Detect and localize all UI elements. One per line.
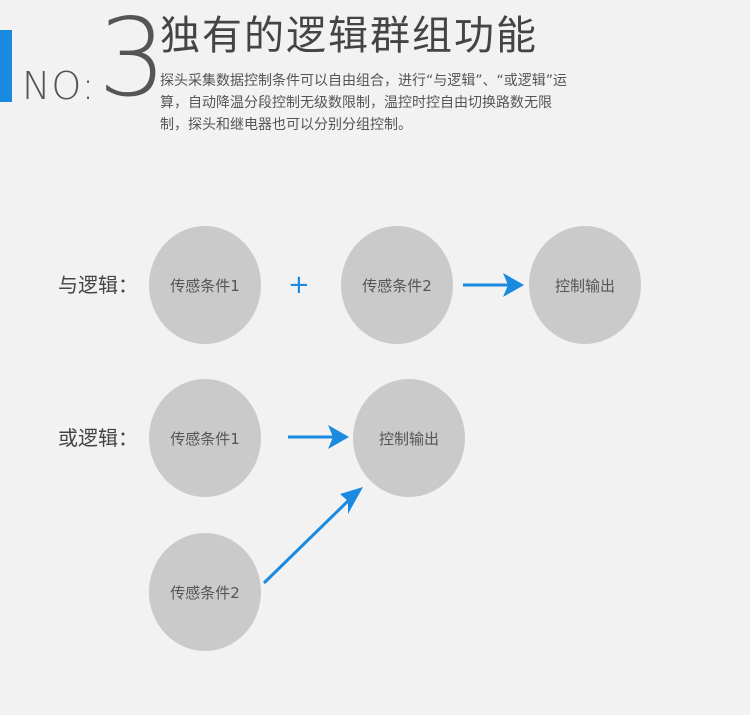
accent-bar [0, 30, 12, 102]
or-sensor-condition-1: 传感条件1 [149, 379, 261, 497]
feature-description: 探头采集数据控制条件可以自由组合，进行“与逻辑”、“或逻辑”运算，自动降温分段控… [160, 73, 568, 133]
or-sensor-condition-2-label: 传感条件2 [170, 583, 240, 602]
section-no-label: NO: [22, 64, 96, 108]
plus-operator: + [288, 270, 310, 300]
or-logic-label: 或逻辑： [58, 426, 138, 450]
section-number: 3 [98, 0, 167, 121]
and-control-output: 控制输出 [529, 226, 641, 344]
or-arrow-2 [262, 487, 363, 585]
and-sensor-condition-1-label: 传感条件1 [170, 276, 240, 295]
or-control-output-label: 控制输出 [378, 429, 439, 448]
or-control-output: 控制输出 [353, 379, 465, 497]
and-control-output-label: 控制输出 [554, 276, 615, 295]
and-sensor-condition-2: 传感条件2 [341, 226, 453, 344]
page-title: 独有的逻辑群组功能 [160, 13, 538, 59]
or-sensor-condition-1-label: 传感条件1 [170, 429, 240, 448]
and-sensor-condition-1: 传感条件1 [149, 226, 261, 344]
or-sensor-condition-2: 传感条件2 [149, 533, 261, 651]
and-arrow [463, 273, 524, 297]
or-arrow-1 [288, 425, 349, 449]
and-logic-label: 与逻辑： [58, 273, 138, 297]
and-sensor-condition-2-label: 传感条件2 [362, 276, 432, 295]
